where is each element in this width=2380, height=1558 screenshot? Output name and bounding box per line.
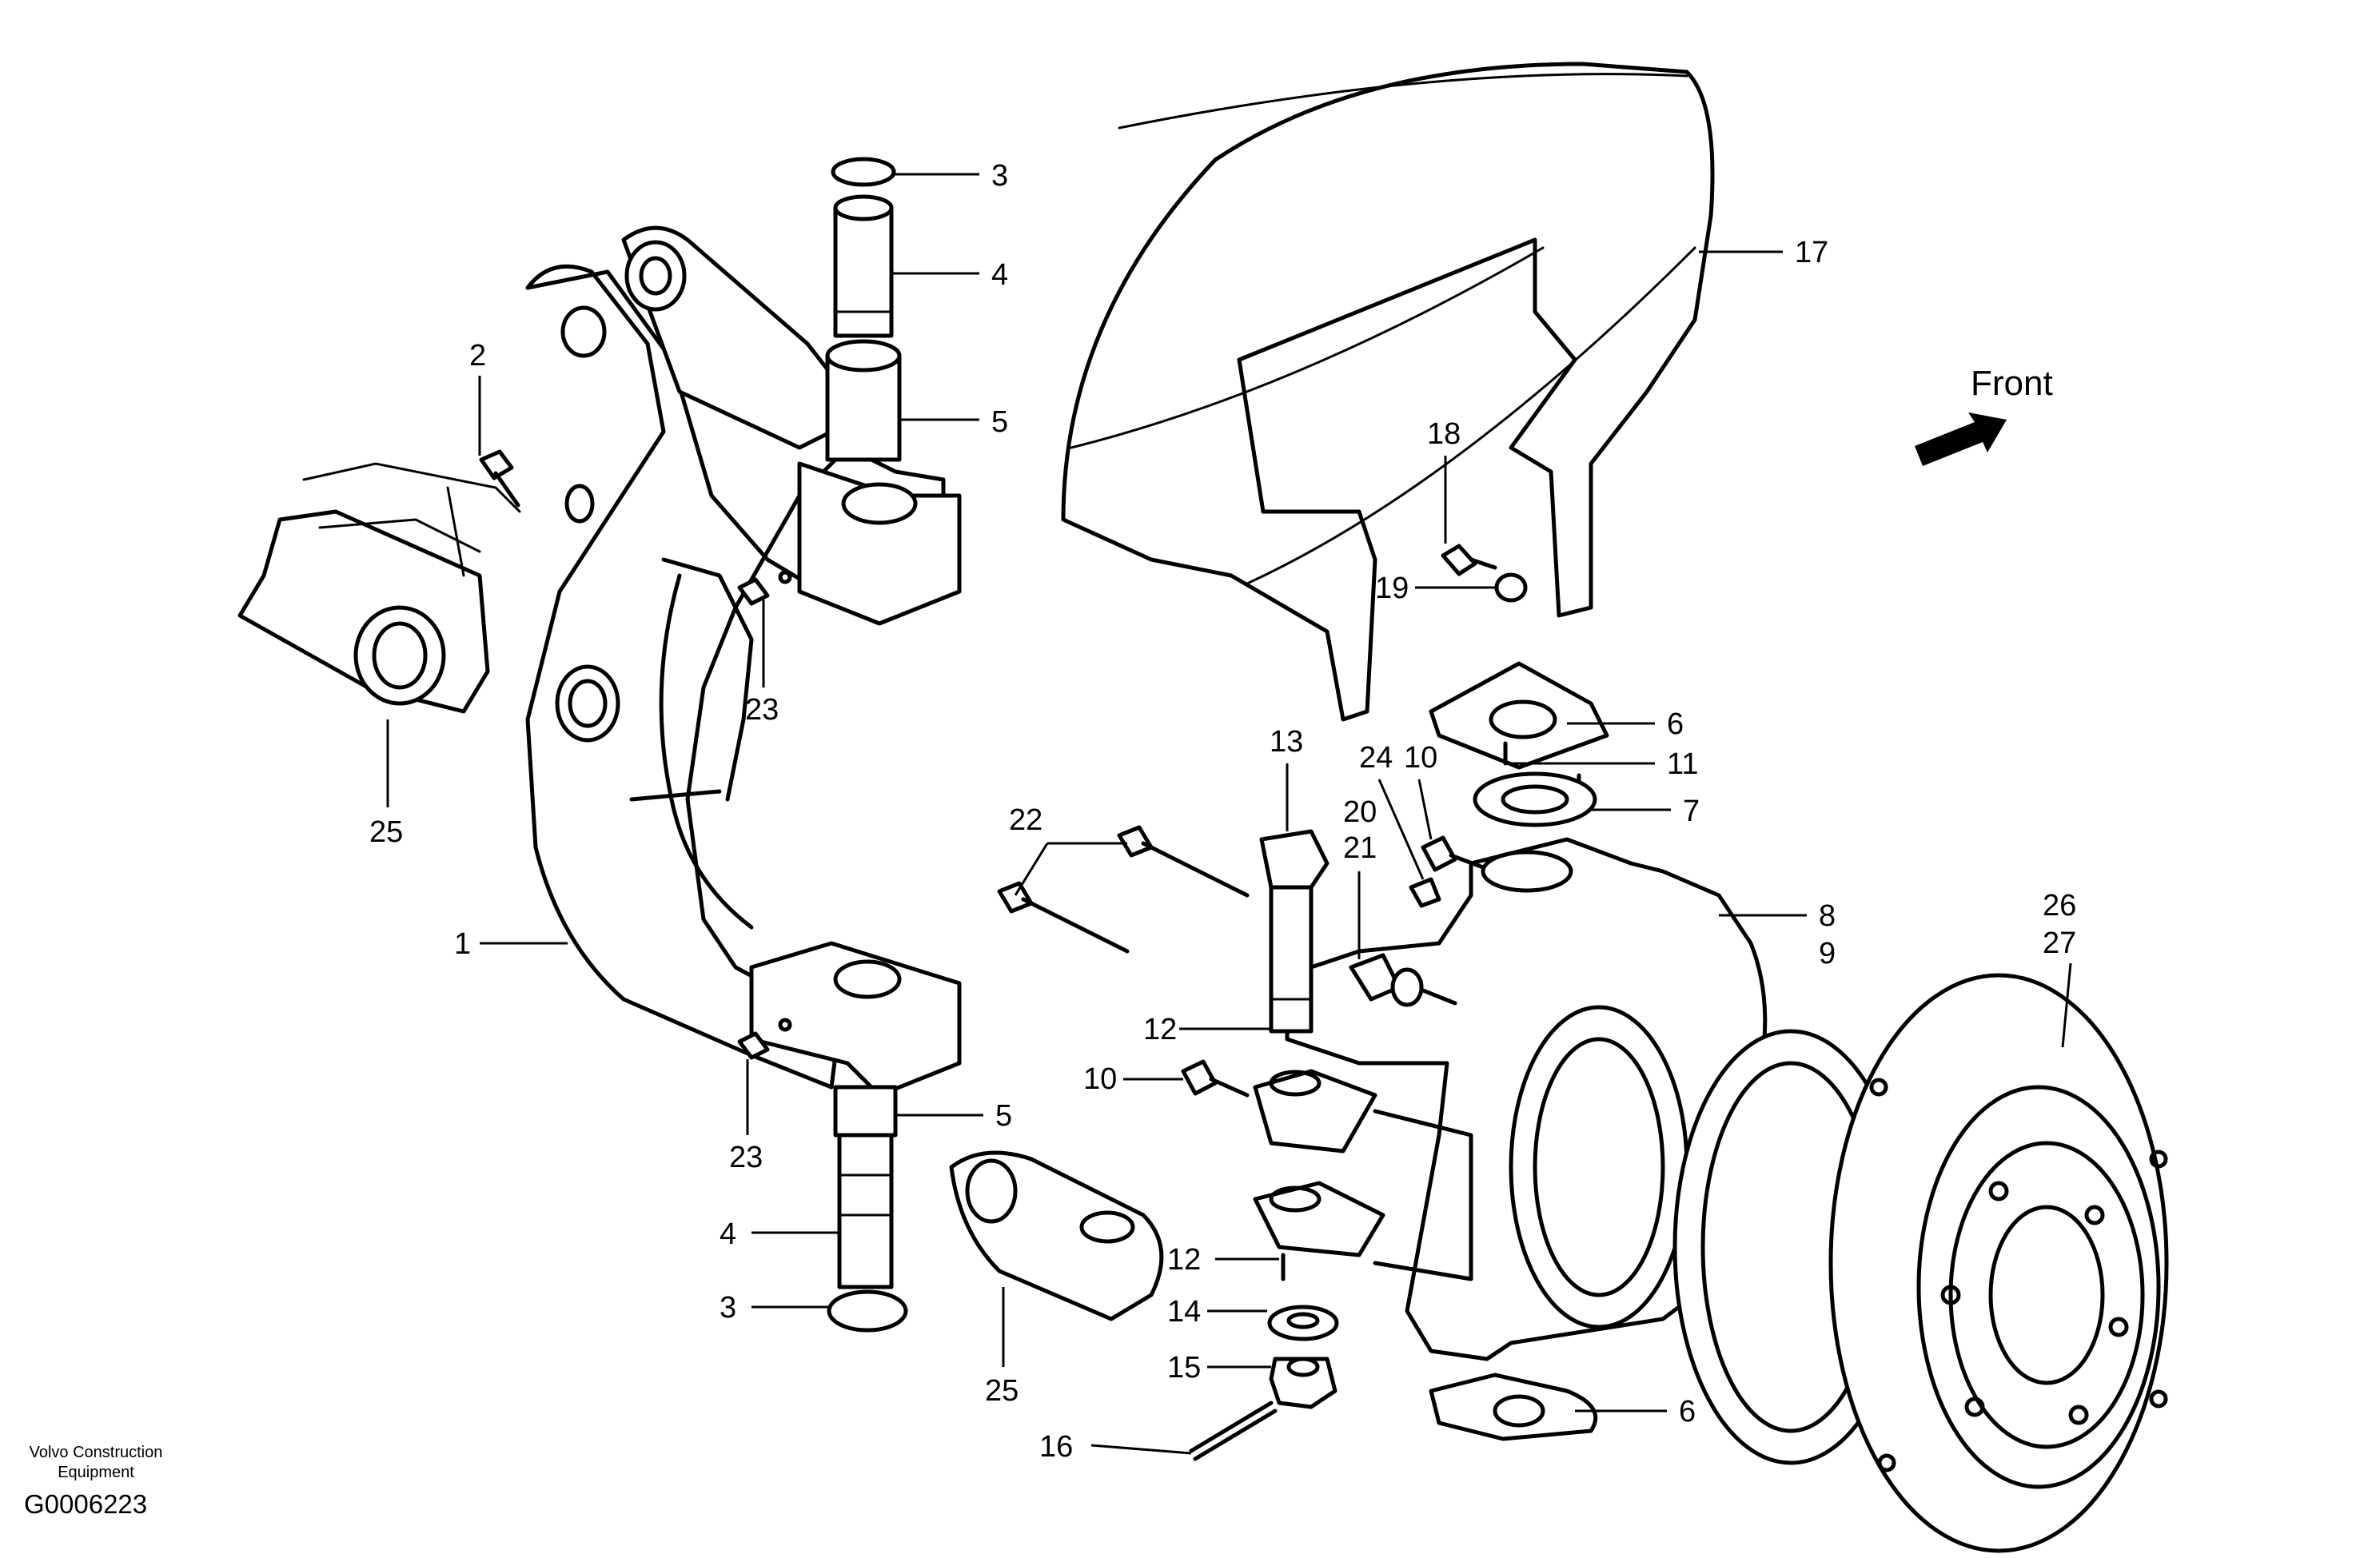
front-arrow-icon [1915, 412, 2007, 466]
bushing-lower [833, 1085, 898, 1138]
washer-14 [1267, 1305, 1339, 1341]
callout-27: 27 [2043, 926, 2076, 960]
callout-23-lower: 23 [729, 1141, 763, 1174]
callout-23-upper: 23 [745, 693, 779, 727]
callout-1: 1 [454, 927, 471, 961]
bolt-18 [1441, 544, 1497, 576]
king-pin-upper [833, 194, 894, 338]
grease-nipple-23-lower [737, 1018, 792, 1060]
nut-15 [1269, 1357, 1338, 1409]
callout-12-lower: 12 [1167, 1243, 1201, 1277]
callout-22: 22 [1009, 803, 1042, 837]
callout-3-lower: 3 [720, 1291, 736, 1325]
king-pin-lower [837, 1133, 894, 1289]
cotter-pin-16 [1189, 1401, 1278, 1461]
pin-cap-upper [831, 157, 896, 187]
callout-20: 20 [1343, 795, 1377, 829]
bolt-20-21 [1349, 953, 1457, 1007]
callout-5-lower: 5 [995, 1099, 1012, 1133]
callout-24: 24 [1359, 741, 1393, 775]
front-label: Front [1971, 364, 2053, 403]
mudguard [1061, 62, 1715, 722]
shim-6-lower [1429, 1373, 1598, 1441]
callout-3-upper: 3 [991, 159, 1008, 193]
callout-10-lower: 10 [1083, 1062, 1117, 1096]
callout-13: 13 [1270, 725, 1303, 759]
callout-6-lower: 6 [1679, 1395, 1696, 1428]
callout-16: 16 [1039, 1430, 1073, 1464]
axle-arm-upper [237, 462, 521, 714]
wheel-hub [1672, 973, 2169, 1553]
callout-17: 17 [1795, 236, 1828, 269]
callout-14: 14 [1167, 1295, 1201, 1329]
callout-15: 15 [1167, 1351, 1201, 1385]
front-direction-indicator: Front [1915, 364, 2053, 466]
company-name-line2: Equipment [58, 1464, 134, 1481]
callout-labels: 2 3 4 5 25 23 1 23 5 4 3 25 22 13 12 10 … [369, 159, 2076, 1464]
bolt-10-upper [1421, 835, 1485, 872]
knuckle-bracket [525, 225, 962, 1098]
grease-nipple-24 [1409, 877, 1441, 908]
footer: Volvo Construction Equipment G0006223 [24, 1444, 162, 1519]
callout-12-upper: 12 [1143, 1013, 1177, 1046]
callout-9: 9 [1819, 937, 1836, 970]
callout-2: 2 [469, 339, 486, 373]
callout-11: 11 [1667, 747, 1698, 781]
grease-nipple-23-upper [737, 570, 792, 606]
callout-18: 18 [1427, 417, 1461, 451]
figure-id: G0006223 [24, 1489, 147, 1519]
callout-5-upper: 5 [991, 405, 1008, 439]
bolt-13 [1259, 829, 1330, 1034]
shim-6-upper [1429, 661, 1609, 770]
bolt-2 [479, 449, 520, 508]
callout-25-upper: 25 [369, 815, 403, 849]
callout-19: 19 [1375, 572, 1409, 605]
callout-10-upper: 10 [1404, 741, 1437, 775]
callout-6-upper: 6 [1667, 707, 1684, 741]
leader-lines [386, 173, 2072, 1455]
link-arm-lower [949, 1150, 1164, 1321]
washer-19 [1494, 572, 1528, 603]
callout-4-lower: 4 [720, 1217, 736, 1251]
bushing-upper [825, 339, 902, 462]
screw-22-upper [1117, 825, 1250, 898]
callout-21: 21 [1343, 831, 1377, 865]
bolt-10-lower [1181, 1059, 1250, 1098]
callout-26: 26 [2043, 889, 2076, 922]
callout-4-upper: 4 [991, 258, 1008, 292]
callout-7: 7 [1683, 795, 1700, 828]
screw-22-lower [997, 881, 1130, 954]
company-name-line1: Volvo Construction [30, 1444, 163, 1461]
callout-8: 8 [1819, 899, 1836, 933]
pin-cap-lower [827, 1289, 908, 1333]
callout-25-lower: 25 [985, 1374, 1019, 1408]
ring-7 [1473, 771, 1597, 827]
